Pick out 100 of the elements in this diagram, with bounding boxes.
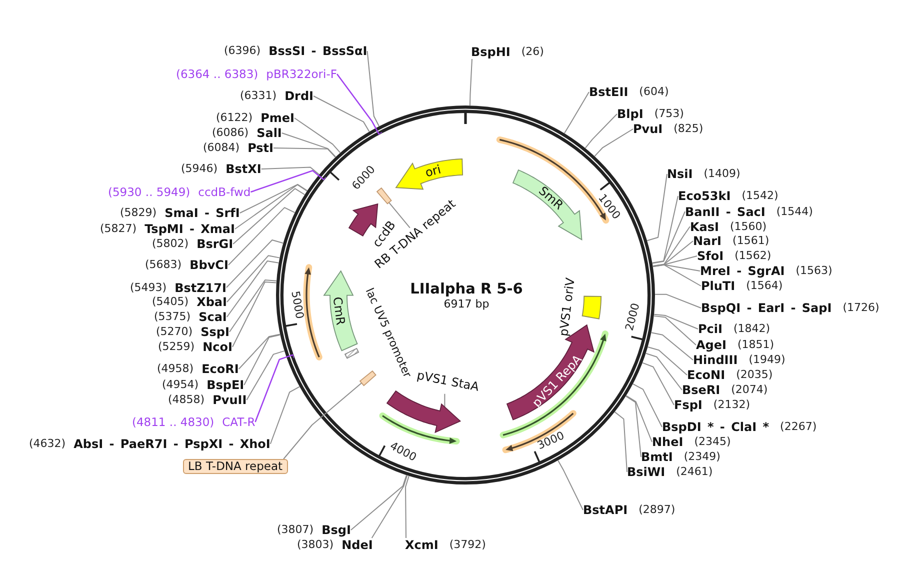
- restriction-site-label: XcmI: [405, 538, 438, 552]
- restriction-site-label: EcoRI: [202, 362, 239, 376]
- leader-line: [558, 460, 584, 510]
- restriction-site-label: NsiI: [667, 167, 693, 181]
- leader-line: [232, 282, 277, 348]
- restriction-site-label: BsiWI: [627, 465, 666, 479]
- feature-label-tag: LB T-DNA repeat: [183, 459, 288, 474]
- feature-label: CmR: [330, 296, 348, 326]
- site-coordinate: (26): [521, 45, 544, 59]
- site-coordinate: (6331): [240, 89, 277, 103]
- site-coordinate: (753): [654, 107, 684, 121]
- site-coordinate: (5829): [120, 206, 157, 220]
- leader-line: [281, 132, 336, 158]
- restriction-site-label: BlpI: [617, 107, 644, 121]
- restriction-site-label: BstEII: [589, 85, 628, 99]
- leader-line: [273, 148, 336, 158]
- primer-coordinates: (5930 .. 5949): [108, 185, 190, 199]
- leader-line: [239, 184, 308, 214]
- leader-line: [294, 118, 341, 154]
- restriction-site-label: BbvCI: [190, 258, 228, 272]
- directional-feature: [322, 270, 358, 352]
- site-coordinate: (1560): [730, 220, 767, 234]
- site-coordinate: (1562): [734, 249, 772, 263]
- restriction-site-label: BssSI - BssSαI: [268, 44, 368, 58]
- leader-line: [625, 396, 642, 458]
- feature-segment: [358, 370, 377, 386]
- site-coordinate: (5493): [130, 280, 167, 294]
- site-coordinate: (2349): [684, 450, 720, 464]
- restriction-site-label: PciI: [698, 322, 722, 336]
- site-coordinate: (1726): [842, 301, 880, 315]
- leader-line: [652, 264, 702, 286]
- tick-label: 2000: [624, 302, 642, 332]
- feature-segment: [376, 187, 392, 206]
- restriction-site-label: BstZ17I: [174, 280, 226, 294]
- primer-coordinates: (6364 .. 6383): [176, 67, 258, 81]
- leader-line: [234, 184, 308, 230]
- restriction-site-label: BstXI: [226, 162, 262, 176]
- leader-line: [283, 382, 362, 460]
- restriction-site-label: BspEI: [206, 378, 244, 392]
- site-coordinate: (4632): [29, 437, 66, 451]
- restriction-site-label: BstAPI: [583, 503, 628, 517]
- restriction-site-label: BseRI: [682, 383, 720, 397]
- leader-line: [260, 166, 320, 175]
- site-coordinate: (6122): [216, 111, 253, 125]
- site-coordinate: (5405): [152, 295, 189, 309]
- leader-line: [226, 260, 280, 318]
- leader-line: [626, 395, 652, 442]
- feature-label: pVS1 oriV: [556, 276, 578, 337]
- site-coordinate: (2132): [713, 398, 750, 412]
- site-coordinate: (5946): [181, 162, 218, 176]
- site-coordinate: (5802): [152, 237, 189, 251]
- restriction-site-label: BanII - SacI: [685, 204, 766, 218]
- leader-line: [270, 386, 300, 444]
- leader-line: [226, 239, 284, 288]
- leader-line: [405, 475, 410, 538]
- restriction-site-label: AbsI - PaeR7I - PspXI - XhoI: [74, 437, 270, 451]
- restriction-site-label: KasI: [690, 220, 720, 234]
- leader-line: [336, 74, 383, 136]
- leader-line: [614, 411, 628, 472]
- restriction-site-label: BsrGI: [196, 237, 234, 251]
- plasmid-size: 6917 bp: [444, 298, 490, 310]
- leader-line: [650, 332, 694, 360]
- restriction-site-label: AgeI: [696, 338, 726, 352]
- site-coordinate: (1409): [704, 167, 740, 181]
- restriction-site-label: BspHI: [471, 45, 510, 59]
- restriction-site-label: SfoI: [697, 249, 724, 263]
- leader-line: [313, 96, 370, 132]
- leader-line: [254, 354, 295, 422]
- restriction-site-label: NcoI: [202, 340, 232, 354]
- restriction-site-label: BsgI: [322, 523, 351, 537]
- leader-line: [594, 128, 634, 157]
- leader-line: [238, 334, 281, 370]
- restriction-site-label: PvuI: [633, 122, 663, 136]
- restriction-site-label: SspI: [200, 325, 230, 339]
- leader-line: [350, 474, 407, 530]
- leader-line: [366, 50, 380, 127]
- restriction-site-label: MreI - SgrAI: [700, 264, 785, 278]
- site-coordinate: (3792): [449, 538, 486, 552]
- site-coordinate: (1842): [734, 322, 770, 336]
- site-coordinate: (4958): [157, 362, 194, 376]
- site-coordinate: (1949): [748, 353, 786, 367]
- restriction-site-label: XbaI: [196, 295, 227, 309]
- leader-line: [652, 196, 678, 264]
- leader-line: [469, 58, 472, 106]
- tick-label: 4000: [388, 441, 418, 464]
- leader-line: [232, 188, 306, 244]
- leader-line: [645, 352, 682, 390]
- leader-line: [244, 334, 281, 386]
- restriction-site-label: Eco53kI: [678, 189, 731, 203]
- feature-label: pVS1 StaA: [416, 368, 480, 394]
- site-coordinate: (5270): [156, 325, 193, 339]
- restriction-site-label: PmeI: [260, 111, 294, 125]
- restriction-site-label: FspI: [674, 398, 702, 412]
- restriction-site-label: BmtI: [641, 450, 673, 464]
- site-coordinate: (1542): [742, 189, 778, 203]
- site-coordinate: (5375): [154, 310, 191, 324]
- primer-label: pBR322ori-F: [266, 67, 337, 81]
- leader-line: [564, 92, 590, 134]
- directional-feature: [394, 158, 464, 190]
- restriction-site-label: NarI: [693, 234, 722, 248]
